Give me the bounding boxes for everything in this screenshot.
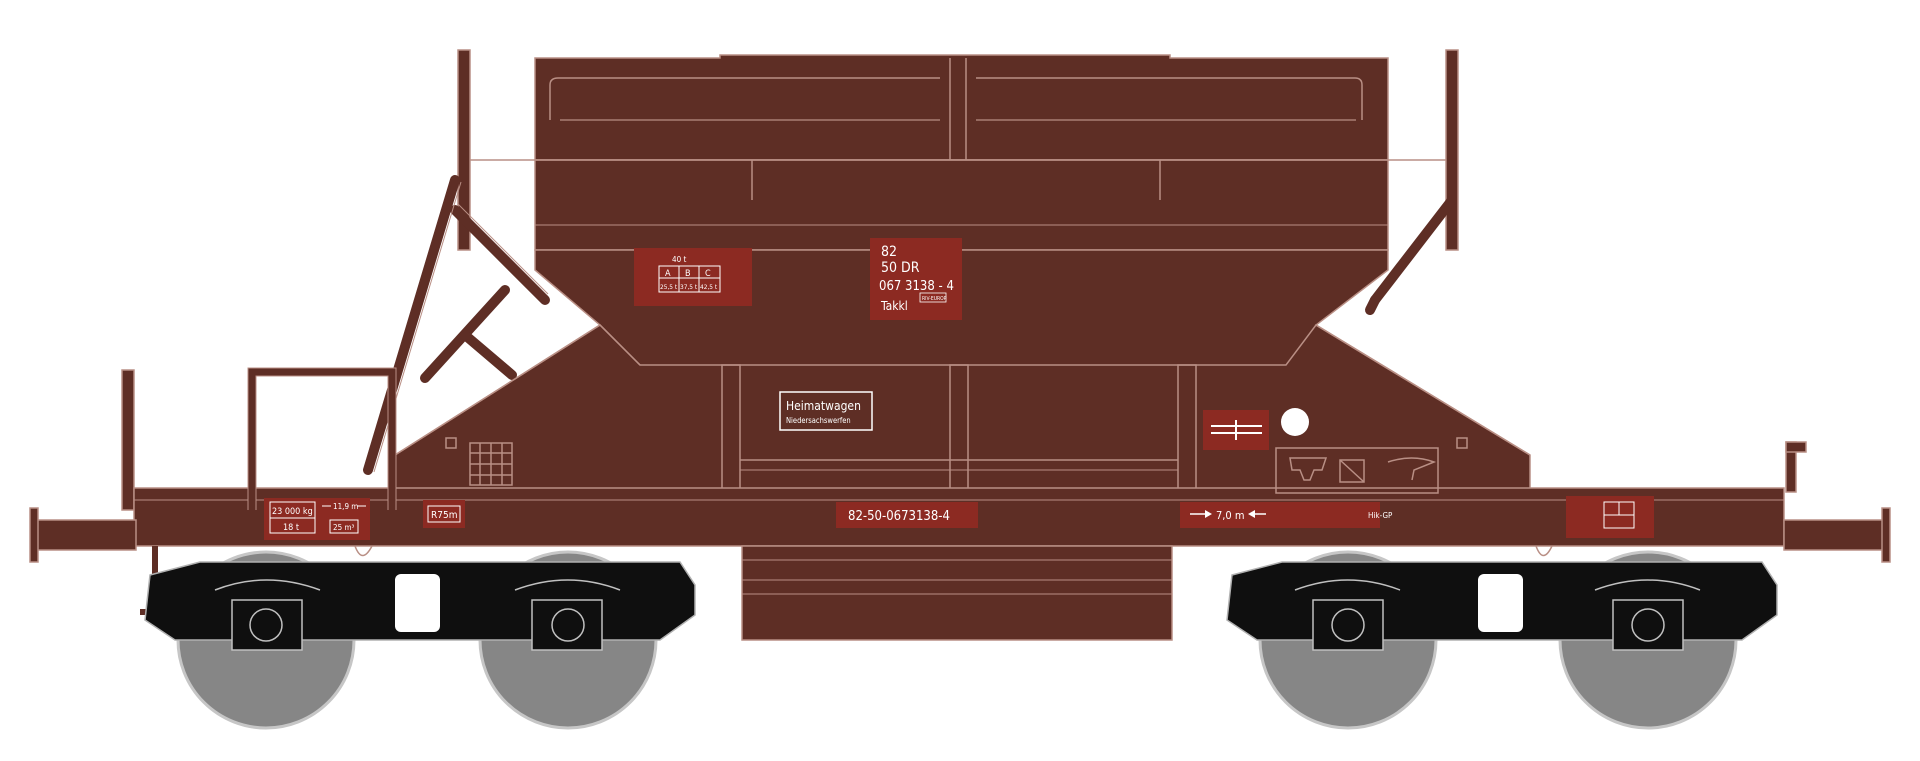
hopper-upper bbox=[470, 54, 1446, 251]
round-plate bbox=[1281, 408, 1309, 436]
home-station-title: Heimatwagen bbox=[786, 399, 861, 413]
curve-radius: R75m bbox=[431, 510, 457, 521]
right-end-post-top bbox=[1785, 441, 1807, 453]
right-buffer-head bbox=[1881, 507, 1891, 563]
tonnage-value: 18 t bbox=[283, 523, 299, 533]
number-line-2: 50 DR bbox=[881, 260, 920, 276]
left-stanchion bbox=[457, 49, 471, 251]
center-underframe bbox=[741, 545, 1173, 641]
left-buffer-head bbox=[29, 507, 39, 563]
load-top: 40 t bbox=[672, 255, 686, 264]
right-ladder bbox=[1365, 195, 1457, 315]
curve-radius-plate: R75m bbox=[423, 500, 465, 528]
left-platform-outline bbox=[247, 367, 397, 510]
length-value: 11,9 m bbox=[333, 502, 358, 511]
left-platform bbox=[248, 368, 396, 510]
number-line-3: 067 3138 - 4 bbox=[879, 279, 954, 294]
frame-number-plate: 82-50-0673138-4 bbox=[836, 502, 978, 528]
load-header-a: A bbox=[665, 269, 671, 279]
number-line-1: 82 bbox=[881, 244, 897, 260]
left-end-post bbox=[121, 369, 135, 511]
hopper-lower bbox=[394, 249, 1531, 496]
brake-label: Hik-GP bbox=[1368, 511, 1393, 520]
distance-label: 7,0 m bbox=[1216, 509, 1245, 522]
distance-plate: 7,0 m Hik-GP bbox=[1180, 502, 1393, 528]
right-buffer-stock bbox=[1783, 519, 1885, 551]
home-station-subtitle: Niedersachswerfen bbox=[786, 416, 851, 425]
couplers bbox=[354, 545, 1553, 557]
left-ladder bbox=[363, 175, 550, 475]
weight-plate: 23 000 kg 18 t 11,9 m 25 m³ bbox=[264, 498, 370, 540]
load-table-panel: 40 t A B C 25,5 t 37,5 t 42,5 t bbox=[634, 248, 752, 306]
fittings bbox=[445, 437, 1468, 494]
left-buffer-stock bbox=[35, 519, 137, 551]
main-frame bbox=[133, 487, 1785, 547]
marker-panel bbox=[1203, 410, 1269, 450]
load-value-a: 25,5 t bbox=[660, 283, 678, 291]
hopper-roof bbox=[534, 54, 1389, 161]
load-value-c: 42,5 t bbox=[700, 283, 718, 291]
number-line-4: Takkl bbox=[880, 299, 908, 313]
volume-value: 25 m³ bbox=[333, 523, 354, 532]
bogie-left bbox=[144, 561, 696, 651]
hopper-slope-body bbox=[394, 249, 1531, 496]
load-header-b: B bbox=[685, 269, 691, 279]
control-panel bbox=[1275, 447, 1439, 494]
frame-number: 82-50-0673138-4 bbox=[848, 509, 950, 524]
chassis bbox=[29, 487, 1891, 641]
number-panel: 82 50 DR 067 3138 - 4 Takkl RIV-EUROP bbox=[870, 238, 962, 320]
bogie-right bbox=[1226, 561, 1778, 651]
load-header-c: C bbox=[705, 269, 711, 279]
home-station-sign: Heimatwagen Niedersachswerfen bbox=[779, 391, 873, 431]
maintenance-plate bbox=[1566, 496, 1654, 538]
weight-value: 23 000 kg bbox=[272, 507, 313, 517]
hopper-box bbox=[534, 159, 1389, 251]
riv-badge: RIV-EUROP bbox=[922, 296, 947, 302]
right-stanchion bbox=[1445, 49, 1459, 251]
control-symbols bbox=[1289, 457, 1437, 483]
load-value-b: 37,5 t bbox=[680, 283, 698, 291]
